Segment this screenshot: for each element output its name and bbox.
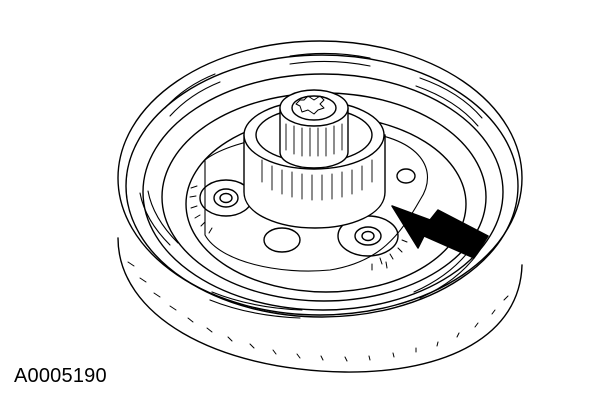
outer-rim-top bbox=[117, 40, 523, 316]
ring-groove-outer bbox=[142, 73, 504, 311]
figure-id-label: A0005190 bbox=[14, 365, 107, 387]
planet-gear-left bbox=[189, 179, 253, 234]
carrier-pin bbox=[263, 227, 301, 253]
carrier-boss bbox=[396, 168, 416, 184]
outer-rim-lip bbox=[125, 54, 519, 318]
splined-shaft bbox=[279, 89, 349, 169]
ring-gear-teeth bbox=[127, 261, 509, 362]
sun-hub-drum bbox=[243, 100, 386, 229]
outer-rim-side bbox=[117, 237, 523, 373]
callout-arrow bbox=[391, 205, 489, 259]
